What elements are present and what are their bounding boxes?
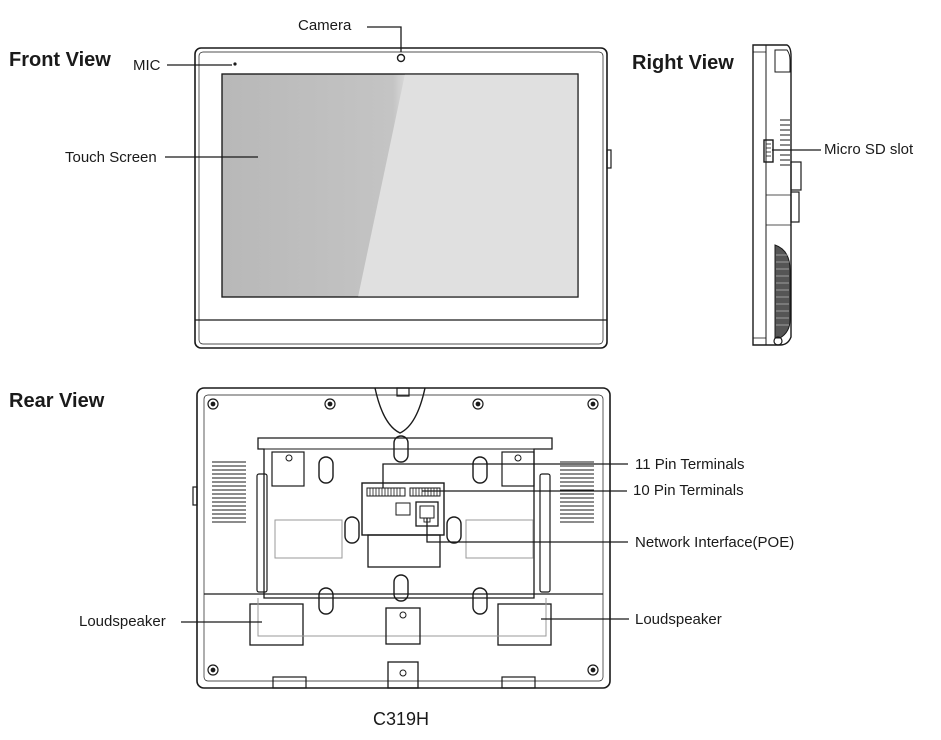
pin11-terminals-label: 11 Pin Terminals: [635, 456, 745, 473]
side-profile: [752, 44, 792, 346]
rear-leaders: [181, 463, 629, 623]
touch-screen-label: Touch Screen: [65, 149, 157, 166]
front-leaders: [165, 26, 402, 158]
front-view-heading: Front View: [9, 49, 111, 71]
camera-label: Camera: [298, 17, 352, 34]
network-interface-label: Network Interface(POE): [635, 534, 795, 551]
rear-screws: [207, 398, 599, 676]
micro-sd-slot: [763, 139, 774, 163]
loudspeaker-right-label: Loudspeaker: [635, 611, 722, 628]
pin10-terminals-label: 10 Pin Terminals: [633, 482, 744, 499]
rear-view: [192, 387, 611, 689]
loudspeaker-right: [497, 603, 552, 646]
front-view: [194, 47, 612, 349]
right-view: [752, 44, 802, 346]
mic-hole: [233, 62, 237, 66]
rear-housing: [196, 387, 611, 689]
micro-sd-slot-label: Micro SD slot: [824, 141, 914, 158]
loudspeaker-left: [249, 603, 304, 646]
right-view-heading: Right View: [632, 52, 734, 74]
mic-label: MIC: [133, 57, 161, 74]
pin11-connector: [366, 487, 406, 497]
loudspeaker-left-label: Loudspeaker: [79, 613, 166, 630]
camera-lens: [396, 53, 406, 63]
rear-view-heading: Rear View: [9, 390, 105, 412]
model-caption: C319H: [373, 709, 430, 729]
